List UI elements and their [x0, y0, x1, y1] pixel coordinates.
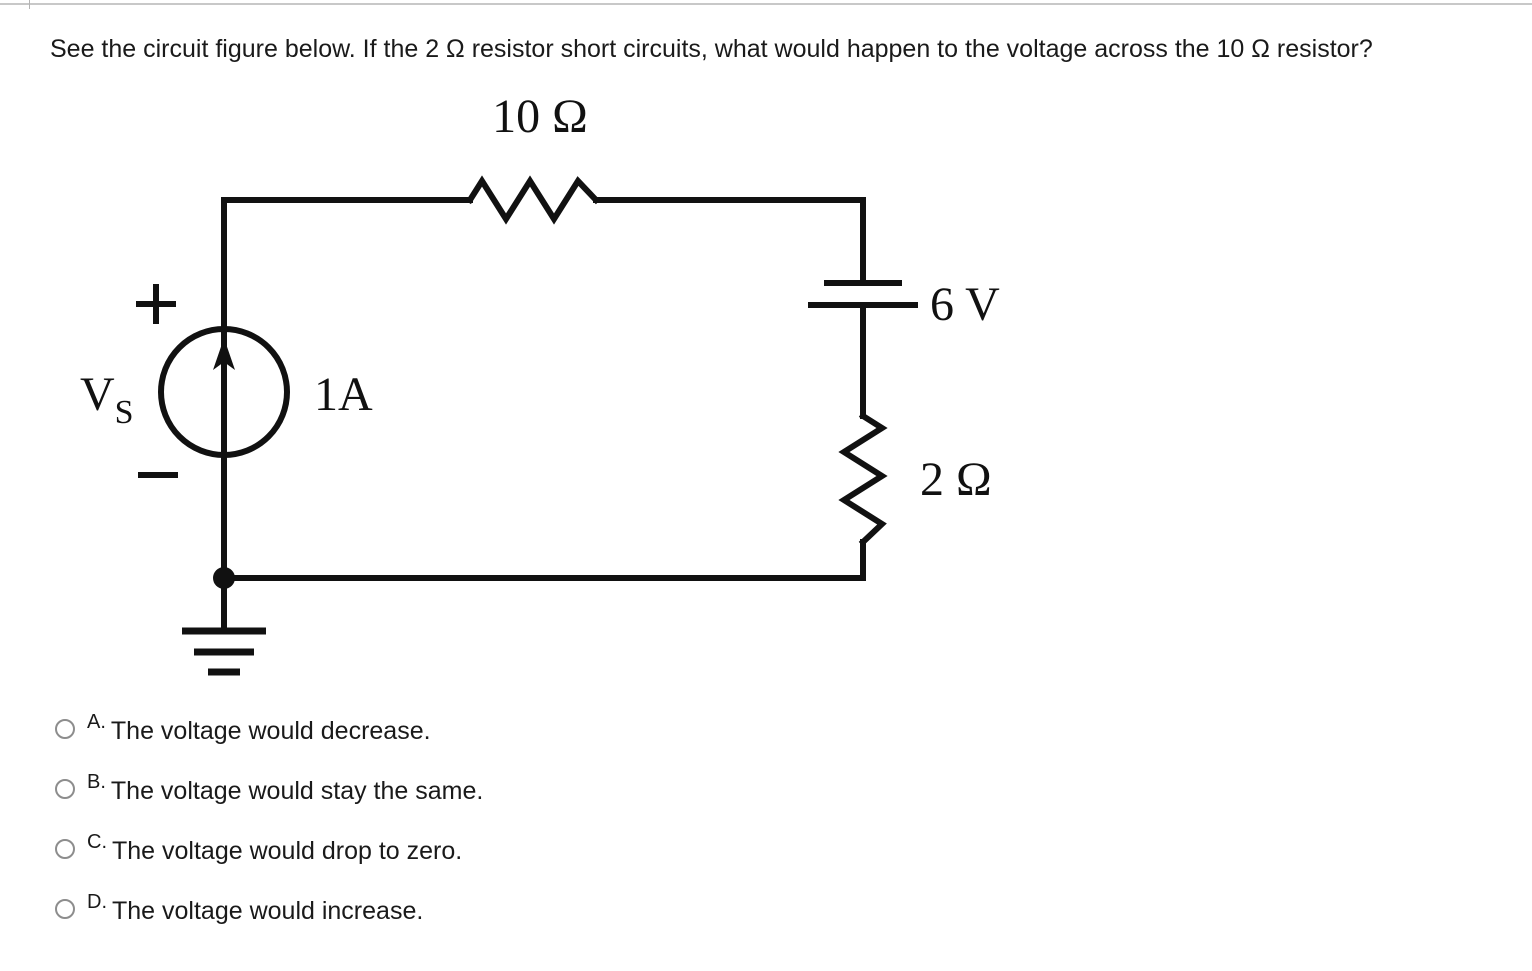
page-top-rule [0, 3, 1532, 5]
answer-option-c[interactable]: C. The voltage would drop to zero. [55, 830, 955, 890]
resistor-2ohm-zigzag [838, 411, 888, 547]
radio-button-b[interactable] [55, 779, 75, 799]
option-text-d: The voltage would increase. [112, 897, 424, 925]
label-current-1a: 1A [314, 368, 373, 421]
answer-option-a[interactable]: A. The voltage would decrease. [55, 710, 955, 770]
label-resistor-10ohm: 10 Ω [492, 90, 588, 143]
source-plus-sign [136, 284, 176, 324]
ground-symbol [182, 627, 266, 676]
option-letter-d: D. [87, 891, 107, 913]
label-vs-main: V [80, 368, 115, 421]
answer-option-b[interactable]: B. The voltage would stay the same. [55, 770, 955, 830]
label-source-vs: VS [80, 368, 134, 431]
option-text-b: The voltage would stay the same. [110, 777, 484, 805]
answer-option-d[interactable]: D. The voltage would increase. [55, 890, 955, 950]
resistor-10ohm-zigzag [465, 175, 601, 225]
option-text-a: The voltage would decrease. [110, 717, 431, 745]
option-letter-c: C. [87, 831, 107, 853]
radio-button-a[interactable] [55, 719, 75, 739]
current-direction-arrow [213, 338, 235, 370]
current-source-circle [158, 326, 290, 458]
option-letter-a: A. [87, 711, 106, 733]
option-letter-b: B. [87, 771, 106, 793]
label-resistor-2ohm: 2 Ω [920, 453, 992, 506]
label-battery-6v: 6 V [930, 278, 1000, 331]
radio-button-d[interactable] [55, 899, 75, 919]
junction-node-dot [213, 567, 235, 589]
option-text-c: The voltage would drop to zero. [112, 837, 463, 865]
answer-options-list: A. The voltage would decrease. B. The vo… [55, 710, 955, 950]
radio-button-c[interactable] [55, 839, 75, 859]
page-top-tick-mark [29, 0, 30, 9]
circuit-diagram-figure: 10 Ω VS 1A 6 V 2 Ω [0, 80, 1100, 700]
label-vs-subscript: S [115, 394, 134, 431]
question-prompt: See the circuit figure below. If the 2 Ω… [50, 35, 1373, 63]
